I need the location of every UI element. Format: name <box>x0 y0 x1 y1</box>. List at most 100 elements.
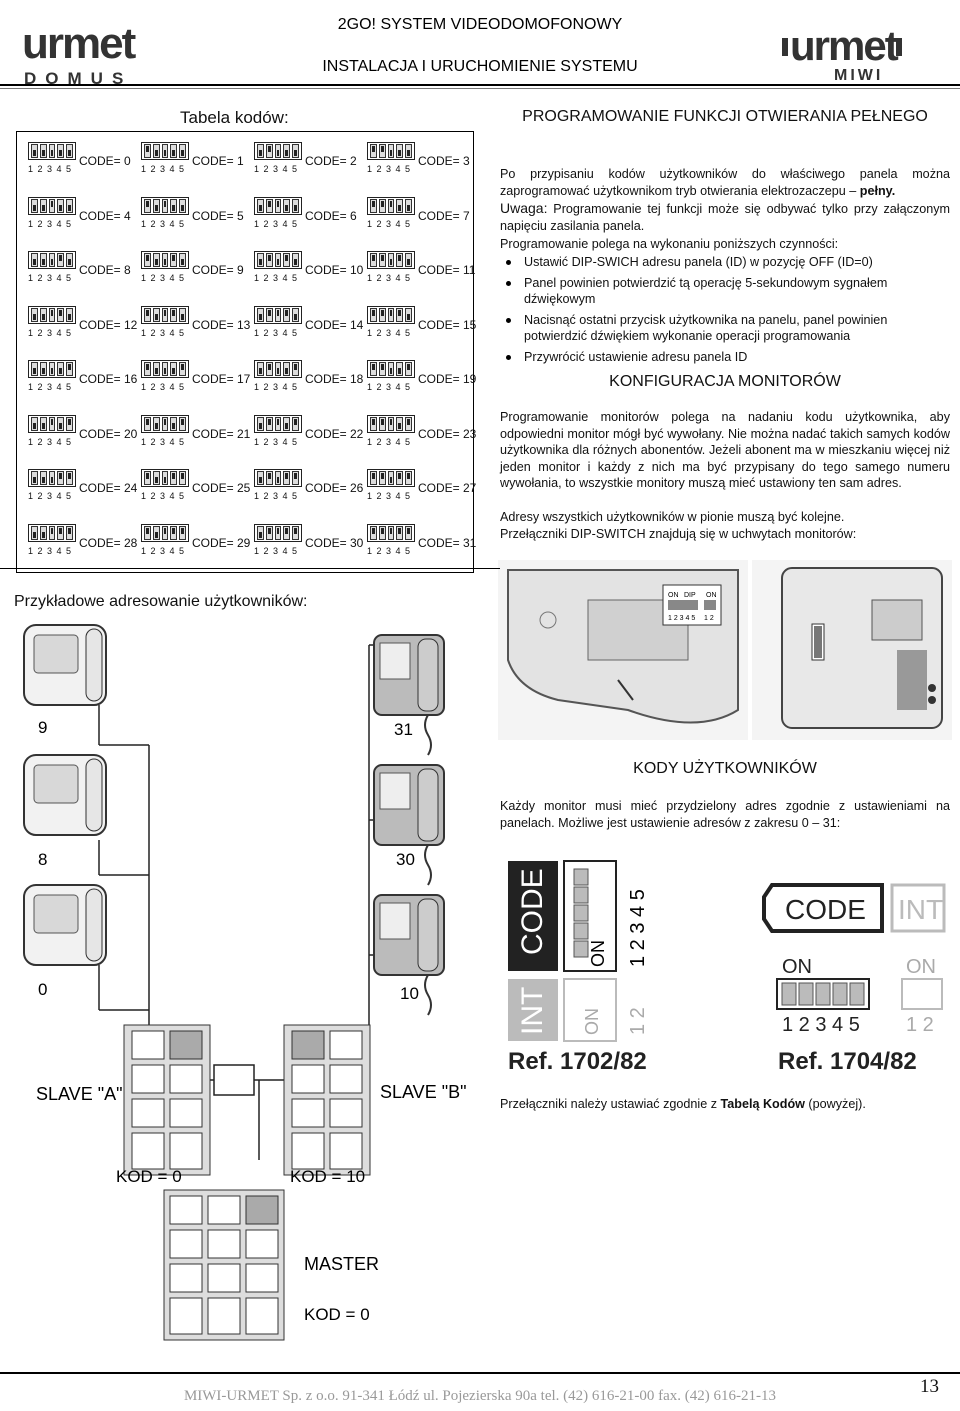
dip-numbers: 1 2 3 4 5 <box>28 327 73 338</box>
dip-switch-lever <box>161 307 169 322</box>
user-codes-footnote: Przełączniki należy ustawiać zgodnie z T… <box>500 1097 866 1111</box>
section-separator <box>0 568 500 569</box>
svg-text:1 2: 1 2 <box>906 1014 934 1036</box>
dip-switch-lever <box>265 471 273 485</box>
dip-switch-lever <box>405 525 412 540</box>
full-open-steps: Ustawić DIP-SWICH adresu panela (ID) w p… <box>500 254 952 365</box>
dip-switch-lever <box>170 253 178 267</box>
dip-numbers: 1 2 3 4 5 <box>141 491 186 501</box>
dip-switch-lever <box>170 416 178 431</box>
dip-switch-lever <box>370 307 377 322</box>
dip-switch-lever <box>170 307 178 322</box>
full-open-paragraph-1: Po przypisaniu kodów użytkowników do wła… <box>500 167 950 198</box>
dip-switch-lever <box>405 416 412 431</box>
dip-numbers: 1 2 3 4 5 <box>367 382 412 392</box>
dip-numbers: 1 2 3 4 5 <box>254 327 299 338</box>
dip-switch-lever <box>48 362 56 376</box>
dip-switch-lever <box>179 471 186 485</box>
dip-switch-icon <box>141 360 189 378</box>
dip-numbers: 1 2 3 4 5 <box>28 491 73 501</box>
code-label: CODE= 13 <box>192 317 251 332</box>
dip-switch-icon <box>367 251 415 269</box>
dip-switch-icon <box>254 305 302 324</box>
dip-switch-lever <box>378 525 386 540</box>
dip-switch-icon <box>367 196 415 215</box>
dip-switch-icon <box>28 196 76 215</box>
dip-switch-icon <box>141 414 189 433</box>
monitor-number: 8 <box>38 850 47 869</box>
dip-numbers: 1 2 3 4 5 <box>367 436 412 447</box>
dip-numbers: 1 2 3 4 5 <box>254 382 299 392</box>
dip-switch-lever <box>57 144 65 158</box>
dip-numbers: 1 2 3 4 5 <box>141 273 186 283</box>
dip-switch-lever <box>144 525 151 540</box>
dip-switch-lever <box>66 362 73 376</box>
code-label: CODE= 8 <box>79 263 131 277</box>
dip-numbers: 1 2 3 4 5 <box>28 382 73 392</box>
dip-switch-lever <box>283 416 291 431</box>
code-label: CODE= 18 <box>305 372 364 386</box>
dip-numbers: 1 2 3 4 5 <box>254 545 299 556</box>
dip-switch-lever <box>274 416 282 431</box>
dip-switch-lever <box>170 525 178 540</box>
dip-switch-lever <box>283 198 291 213</box>
dip-switch-icon <box>141 305 189 324</box>
dip-switch-lever <box>378 198 386 213</box>
dip-switch-lever <box>257 362 264 376</box>
dip-switch-icon <box>28 469 76 487</box>
slave-b-code: KOD = 10 <box>290 1167 365 1186</box>
dip-switch-lever <box>152 198 160 213</box>
dip-switch-lever <box>66 144 73 158</box>
dip-switch-lever <box>39 471 47 485</box>
dip-numbers: 1 2 3 4 5 <box>141 164 186 174</box>
dip-switch-lever <box>292 471 299 485</box>
master-code: KOD = 0 <box>304 1305 370 1324</box>
dip-switch-lever <box>405 198 412 213</box>
dip-switch-lever <box>152 362 160 376</box>
dip-switch-icon <box>141 251 189 269</box>
dip-switch-icon <box>254 523 302 542</box>
dip-switch-lever <box>387 307 395 322</box>
dip-switch-lever <box>48 144 56 158</box>
code-label: CODE= 25 <box>192 481 251 495</box>
dip-switch-lever <box>144 416 151 431</box>
example-title: Przykładowe adresowanie użytkowników: <box>14 593 308 610</box>
dip-switch-lever <box>31 144 38 158</box>
dip-switch-lever <box>292 253 299 267</box>
dip-numbers: 1 2 3 4 5 <box>367 327 412 338</box>
dip-switch-lever <box>265 525 273 540</box>
full-open-title: PROGRAMOWANIE FUNKCJI OTWIERANIA PEŁNEGO <box>522 108 928 125</box>
dip-switch-lever <box>170 144 178 158</box>
dip-switch-lever <box>161 525 169 540</box>
dip-switch-lever <box>370 144 377 158</box>
monitor-number: 30 <box>396 850 415 869</box>
dip-switch-lever <box>39 253 47 267</box>
dip-switch-lever <box>292 144 299 158</box>
full-open-warning: Uwaga: Programowanie tej funkcji może si… <box>500 200 950 233</box>
dip-switch-lever <box>283 307 291 322</box>
svg-text:CODE: CODE <box>785 894 866 925</box>
svg-text:ON: ON <box>588 940 608 967</box>
dip-switch-icon <box>254 142 302 160</box>
dip-switch-lever <box>370 525 377 540</box>
dip-switch-lever <box>405 307 412 322</box>
dip-switch-icon <box>28 305 76 324</box>
dip-switch-lever <box>370 362 377 376</box>
dip-switch-lever <box>57 253 65 267</box>
code-table-title: Tabela kodów: <box>180 108 289 127</box>
dip-numbers: 1 2 3 4 5 <box>141 436 186 447</box>
dip-switch-lever <box>39 416 47 431</box>
dip-switch-lever <box>292 416 299 431</box>
dip-switch-lever <box>292 198 299 213</box>
dip-switch-lever <box>396 471 404 485</box>
dip-switch-lever <box>152 471 160 485</box>
dip-numbers: 1 2 3 4 5 <box>367 164 412 174</box>
dip-switch-lever <box>48 307 56 322</box>
code-cell: 1 2 3 4 5 CODE= 25 <box>134 463 250 518</box>
step-item: Ustawić DIP-SWICH adresu panela (ID) w p… <box>500 254 952 271</box>
dip-switch-lever <box>265 362 273 376</box>
